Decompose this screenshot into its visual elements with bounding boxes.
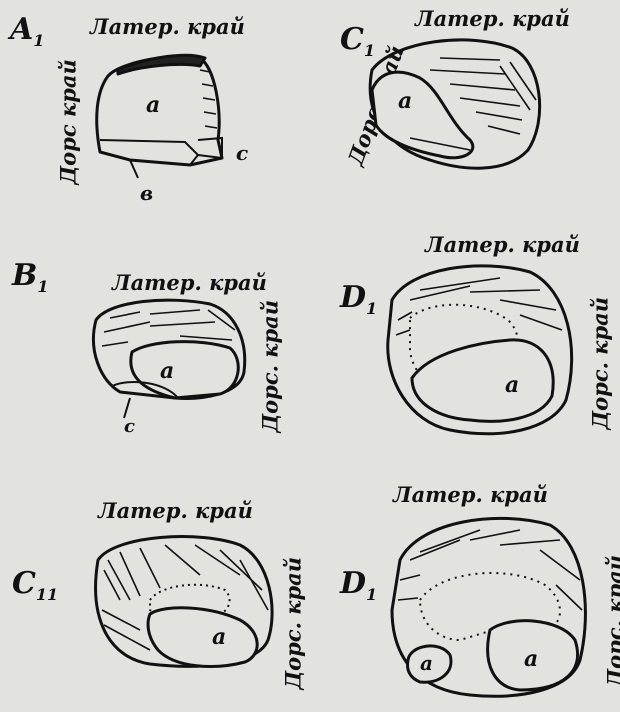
part-label: a [524,646,538,672]
part-label: a [420,651,433,675]
